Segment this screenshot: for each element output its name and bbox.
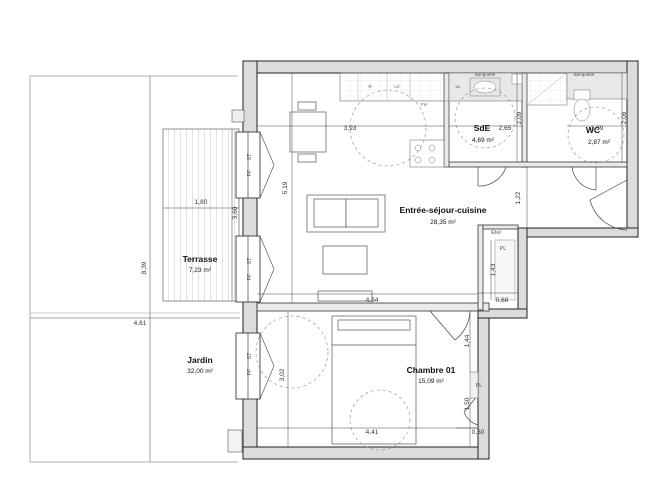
- sde-fixtures: [448, 72, 568, 149]
- wc-name: WC: [586, 125, 600, 135]
- label-kitchen-ll: LL: [455, 84, 461, 89]
- dim-sde-height: 2,09: [516, 111, 523, 124]
- outdoor-steps: [227, 429, 243, 453]
- sde-door: [477, 166, 507, 187]
- dim-closet-height: 1,43: [490, 263, 497, 276]
- kitchen-clearance-circle: [349, 89, 427, 167]
- dim-bedroom-right-top: 1,44: [464, 334, 471, 347]
- bedroom-clearance-circle: [255, 315, 329, 389]
- jardin-area: 32,00 m²: [187, 368, 213, 375]
- dim-wc-width: 1,39: [591, 125, 604, 132]
- sofa: [306, 194, 386, 233]
- label-pl-bottom: PL: [476, 383, 483, 389]
- dim-garden-width: 4,61: [134, 320, 147, 327]
- wc-area: 2,87 m²: [588, 139, 611, 146]
- entree-name: Entrée-séjour-cuisine: [400, 205, 487, 215]
- garden-area: [29, 75, 240, 463]
- label-st-2: ST: [247, 258, 253, 264]
- label-banquette-wc: Banquette: [574, 72, 595, 77]
- window-2: [235, 235, 261, 303]
- dim-entry-height: 1,22: [515, 191, 522, 204]
- bedroom-clearance-circle-2: [349, 389, 411, 451]
- kitchen-counter: [339, 72, 450, 168]
- dim-bedroom-right-bottom: 1,50: [464, 397, 471, 410]
- window-3: [235, 332, 261, 400]
- label-etel: Etel: [491, 230, 500, 236]
- entry-door: [589, 179, 628, 231]
- label-st-3: ST: [247, 353, 253, 359]
- entree-area: 28,35 m²: [430, 219, 456, 226]
- dim-living-width-bottom: 4,94: [366, 297, 379, 304]
- label-pl-top: PL: [500, 246, 507, 252]
- label-pf-1: PF: [247, 170, 253, 176]
- dim-terrace-height: 3,60: [232, 206, 239, 219]
- window-swings: [259, 131, 275, 400]
- dim-sde-width: 2,65: [499, 125, 512, 132]
- dim-wc-height: 2,06: [621, 111, 628, 124]
- wc-door: [571, 166, 597, 191]
- coffee-table: [322, 245, 368, 275]
- dimension-lines: [30, 73, 627, 462]
- label-pf-2: PF: [247, 274, 253, 280]
- label-pf-3: PF: [247, 369, 253, 375]
- sde-name: SdE: [474, 123, 491, 133]
- dim-bedroom-corner: 0,60: [472, 429, 485, 436]
- label-banquette-sde: Banquette: [475, 72, 496, 77]
- dining-table: [289, 101, 327, 163]
- dim-garden-height: 8,39: [141, 261, 148, 274]
- hall-closet: [494, 239, 516, 301]
- chambre-area: 15,09 m²: [418, 378, 444, 385]
- bedroom-closet: [469, 371, 479, 399]
- label-st-1: ST: [247, 154, 253, 160]
- jardin-name: Jardin: [187, 355, 213, 365]
- bed: [331, 315, 417, 445]
- terrace-decking: [162, 128, 240, 302]
- outdoor-fixture: [231, 109, 245, 123]
- dim-terrace-width: 1,80: [195, 199, 208, 206]
- terrasse-name: Terrasse: [183, 254, 218, 264]
- dim-bedroom-width: 4,41: [366, 429, 379, 436]
- sde-area: 4,69 m²: [472, 137, 495, 144]
- label-kitchen-lv: LV: [394, 84, 399, 89]
- wc-fixtures: [566, 72, 628, 164]
- dim-closet-width: 0,68: [496, 297, 509, 304]
- label-kitchen-fh: FH: [421, 102, 427, 107]
- tv-unit: [317, 290, 373, 302]
- label-kitchen-r: R: [368, 84, 372, 89]
- dim-bedroom-height: 3,02: [279, 368, 286, 381]
- chambre-name: Chambre 01: [407, 365, 456, 375]
- window-1: [235, 131, 261, 199]
- terrasse-area: 7,23 m²: [189, 267, 212, 274]
- dim-living-height: 5,19: [282, 181, 289, 194]
- dim-living-width-top: 3,93: [344, 125, 357, 132]
